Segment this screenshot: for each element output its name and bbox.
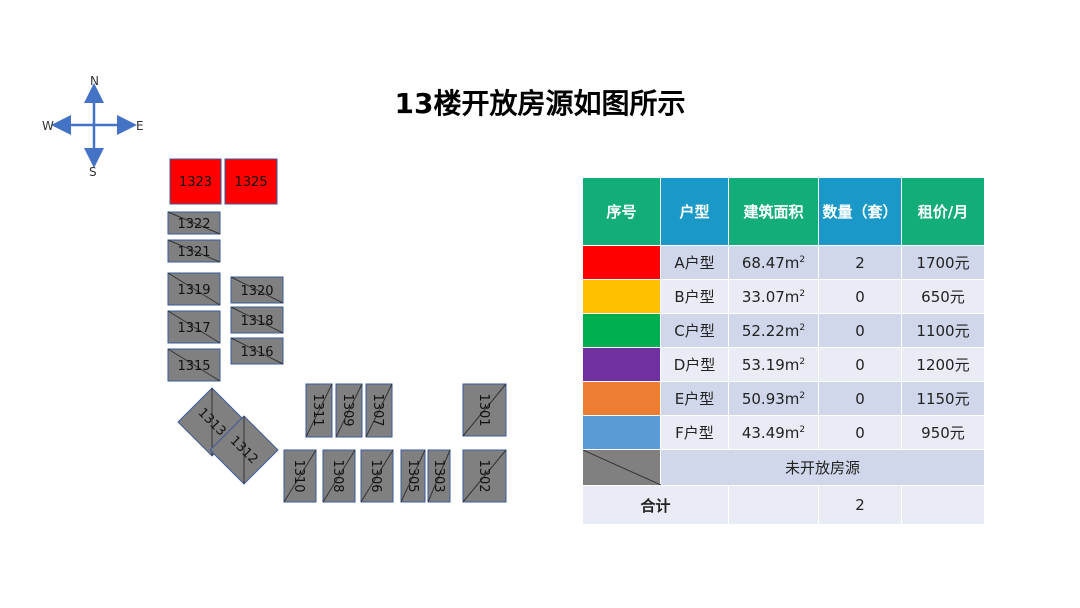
color-swatch <box>582 347 661 382</box>
header-count: 数量（套） <box>818 177 902 246</box>
table-row: F户型 43.49m2 0 950元 <box>582 415 985 450</box>
svg-text:1323: 1323 <box>179 175 212 190</box>
svg-text:1309: 1309 <box>340 393 355 426</box>
unit-1323[interactable]: 1323 <box>169 158 222 205</box>
svg-text:1316: 1316 <box>240 345 273 360</box>
color-swatch <box>582 381 661 416</box>
svg-text:1310: 1310 <box>291 459 306 492</box>
table-row: D户型 53.19m2 0 1200元 <box>582 347 985 382</box>
table-row: B户型 33.07m2 0 650元 <box>582 279 985 314</box>
compass-east: E <box>136 119 144 133</box>
unit-1320: 1320 <box>230 276 284 304</box>
svg-text:1318: 1318 <box>240 314 273 329</box>
svg-text:1305: 1305 <box>405 459 420 492</box>
unit-1301: 1301 <box>462 383 507 437</box>
unavailable-swatch <box>582 449 661 486</box>
color-swatch <box>582 279 661 314</box>
total-label: 合计 <box>582 485 729 525</box>
svg-text:1320: 1320 <box>240 284 273 299</box>
unit-1310: 1310 <box>283 449 317 503</box>
unit-1316: 1316 <box>230 337 284 365</box>
svg-text:1315: 1315 <box>177 359 210 374</box>
unit-1305: 1305 <box>400 449 426 503</box>
color-swatch <box>582 313 661 348</box>
unit-1307: 1307 <box>365 383 393 438</box>
color-swatch <box>582 415 661 450</box>
unit-1317: 1317 <box>167 310 221 344</box>
unit-1318: 1318 <box>230 306 284 334</box>
svg-text:1301: 1301 <box>476 393 491 426</box>
color-swatch <box>582 245 661 280</box>
svg-text:1302: 1302 <box>476 459 491 492</box>
header-type: 户型 <box>660 177 729 246</box>
svg-text:1311: 1311 <box>310 393 325 426</box>
svg-text:1325: 1325 <box>234 175 267 190</box>
header-area: 建筑面积 <box>728 177 819 246</box>
total-count: 2 <box>818 485 902 525</box>
compass-north: N <box>90 74 99 88</box>
table-header: 序号 户型 建筑面积 数量（套） 租价/月 <box>582 177 985 246</box>
compass-south: S <box>89 165 97 179</box>
unit-1309: 1309 <box>335 383 363 438</box>
table-row-unavailable: 未开放房源 <box>582 449 985 486</box>
unit-1325[interactable]: 1325 <box>224 158 278 205</box>
header-index: 序号 <box>582 177 661 246</box>
unit-1308: 1308 <box>322 449 356 503</box>
svg-text:1321: 1321 <box>177 245 210 260</box>
unit-1302: 1302 <box>462 449 507 503</box>
svg-text:1308: 1308 <box>330 459 345 492</box>
unit-1311: 1311 <box>305 383 333 438</box>
unit-1303: 1303 <box>427 449 451 503</box>
svg-text:1306: 1306 <box>368 459 383 492</box>
svg-text:1307: 1307 <box>370 393 385 426</box>
table-row-total: 合计 2 <box>582 485 985 525</box>
table-row: C户型 52.22m2 0 1100元 <box>582 313 985 348</box>
svg-text:1319: 1319 <box>177 283 210 298</box>
page-title: 13楼开放房源如图所示 <box>394 87 686 120</box>
rent-table: 序号 户型 建筑面积 数量（套） 租价/月 A户型 68.47m2 2 1700… <box>582 177 985 525</box>
svg-text:1317: 1317 <box>177 321 210 336</box>
unit-1322: 1322 <box>167 211 221 235</box>
unit-1319: 1319 <box>167 272 221 306</box>
table-row: A户型 68.47m2 2 1700元 <box>582 245 985 280</box>
compass-west: W <box>42 119 54 133</box>
table-row: E户型 50.93m2 0 1150元 <box>582 381 985 416</box>
unit-1315: 1315 <box>167 348 221 382</box>
header-price: 租价/月 <box>901 177 985 246</box>
unit-1321: 1321 <box>167 239 221 263</box>
unavailable-label: 未开放房源 <box>660 449 985 486</box>
compass-icon: N S E W <box>42 74 144 179</box>
svg-text:1303: 1303 <box>431 459 446 492</box>
unit-1306: 1306 <box>360 449 394 503</box>
svg-text:1322: 1322 <box>177 217 210 232</box>
unit-1312: 1312 <box>209 415 279 485</box>
